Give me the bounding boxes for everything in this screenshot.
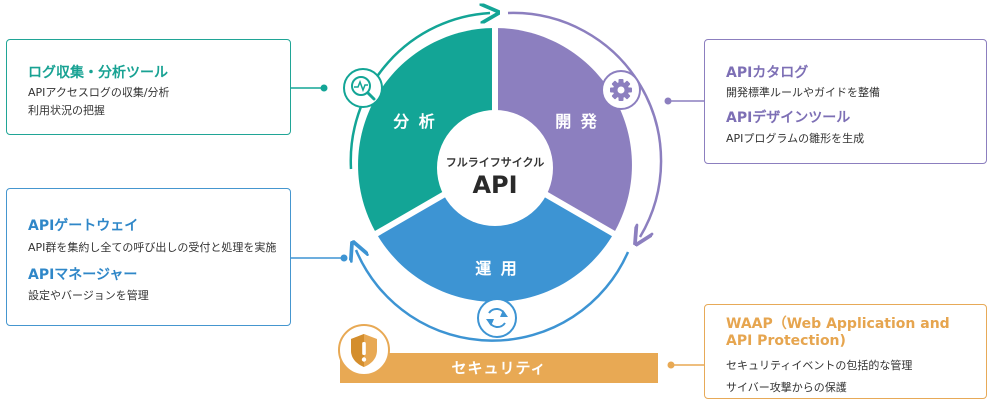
log-tools-title: ログ収集・分析ツール [28,65,168,81]
segment-development-label: 開 発 [555,112,599,131]
connector-waap [667,361,704,369]
manager-title: APIマネージャー [28,267,138,283]
catalog-box: APIカタログ 開発標準ルールやガイドを整備 APIデザインツール APIプログ… [704,39,987,164]
center-subtitle: フルライフサイクル [446,156,544,169]
waap-desc2: サイバー攻撃からの保護 [726,381,847,394]
design-tool-title: APIデザインツール [726,110,851,126]
design-tool-desc: APIプログラムの雛形を生成 [726,132,865,145]
log-tools-line2: 利用状況の把握 [28,104,105,117]
security-label: セキュリティ [451,359,547,377]
waap-title-line2: API Protection) [726,333,846,349]
connector-gateway [291,254,348,262]
gear-icon [601,70,641,110]
log-tools-line1: APIアクセスログの収集/分析 [28,86,170,99]
arc-development [507,11,663,237]
analysis-chart-icon [343,68,383,108]
connector-catalog [664,97,704,105]
log-tools-box: ログ収集・分析ツール APIアクセスログの収集/分析 利用状況の把握 [6,39,291,135]
waap-box: WAAP（Web Application and API Protection)… [704,304,987,399]
manager-desc: 設定やバージョンを管理 [28,289,149,302]
center-circle [437,110,553,226]
security-bar [340,353,658,383]
waap-title-line1: WAAP（Web Application and [726,316,950,332]
waap-desc1: セキュリティイベントの包括的な管理 [726,359,913,372]
gateway-title: APIゲートウェイ [28,218,139,234]
gateway-box: APIゲートウェイ API群を集約し全ての呼び出しの受付と処理を実施 APIマネ… [6,188,291,326]
segment-operation [376,165,614,302]
catalog-desc: 開発標準ルールやガイドを整備 [726,86,880,99]
catalog-title: APIカタログ [726,65,809,81]
segment-operation-label: 運 用 [475,259,519,278]
gateway-desc: API群を集約し全ての呼び出しの受付と処理を実施 [28,241,277,254]
arc-operation [356,250,630,342]
center-title: API [472,171,517,199]
cycle-arrows-icon [477,298,517,338]
segment-analysis-label: 分 析 [393,112,437,131]
connector-log [291,84,328,92]
arc-analysis [349,13,490,170]
shield-warning-icon [338,324,390,376]
